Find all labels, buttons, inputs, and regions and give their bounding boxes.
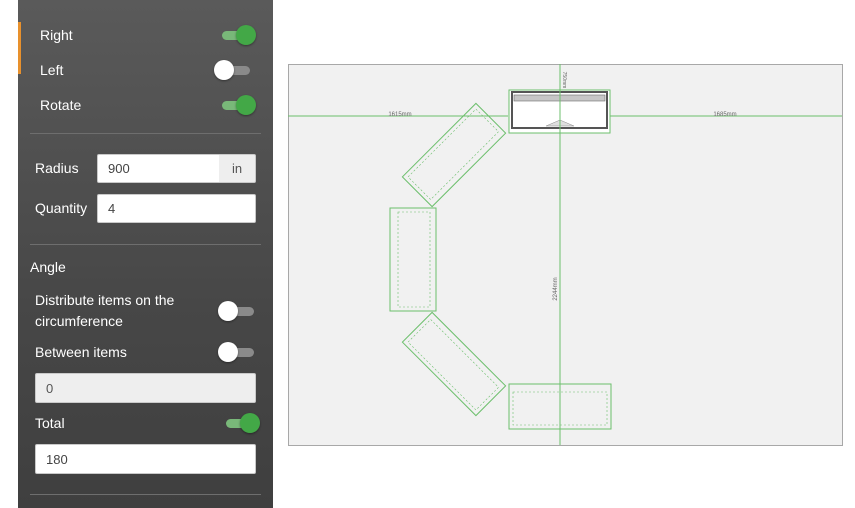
radius-label: Radius [35, 160, 79, 176]
dimension-lines [288, 64, 842, 445]
between-input[interactable]: 0 [35, 373, 256, 403]
left-row: Left [18, 59, 273, 81]
between-label: Between items [35, 344, 127, 360]
divider [30, 244, 261, 245]
right-label: Right [40, 27, 73, 43]
right-row: Right [18, 24, 273, 46]
distribute-label: Distribute items on the circumference [35, 292, 175, 329]
options-panel: Right Left Rotate Radius 900 in Quantity… [18, 0, 273, 508]
rotate-label: Rotate [40, 97, 82, 113]
rotate-toggle[interactable] [218, 95, 256, 115]
left-toggle[interactable] [214, 60, 250, 80]
layout-canvas[interactable]: 1615mm 1685mm 2244mm 750mm [288, 64, 843, 446]
divider [30, 494, 261, 495]
selected-item[interactable] [508, 88, 611, 134]
left-label: Left [40, 62, 64, 78]
rotate-row: Rotate [18, 94, 273, 116]
total-input[interactable]: 180 [35, 444, 256, 474]
dim-label-left: 1615mm [388, 112, 411, 118]
right-toggle[interactable] [218, 25, 256, 45]
quantity-input[interactable]: 4 [97, 194, 256, 223]
divider [30, 133, 261, 134]
quantity-label: Quantity [35, 200, 88, 216]
dim-label-vertical: 2244mm [553, 277, 559, 300]
dim-label-right: 1685mm [713, 112, 736, 118]
item-left[interactable] [389, 207, 437, 312]
radius-unit: in [219, 154, 256, 183]
dim-label-top: 750mm [561, 72, 567, 89]
active-indicator [18, 22, 21, 74]
radius-input[interactable]: 900 [97, 154, 220, 183]
angle-heading: Angle [30, 259, 66, 275]
between-toggle[interactable] [218, 342, 254, 362]
total-toggle[interactable] [222, 413, 260, 433]
total-label: Total [35, 415, 65, 431]
distribute-toggle[interactable] [218, 301, 254, 321]
item-bottom[interactable] [508, 383, 612, 430]
